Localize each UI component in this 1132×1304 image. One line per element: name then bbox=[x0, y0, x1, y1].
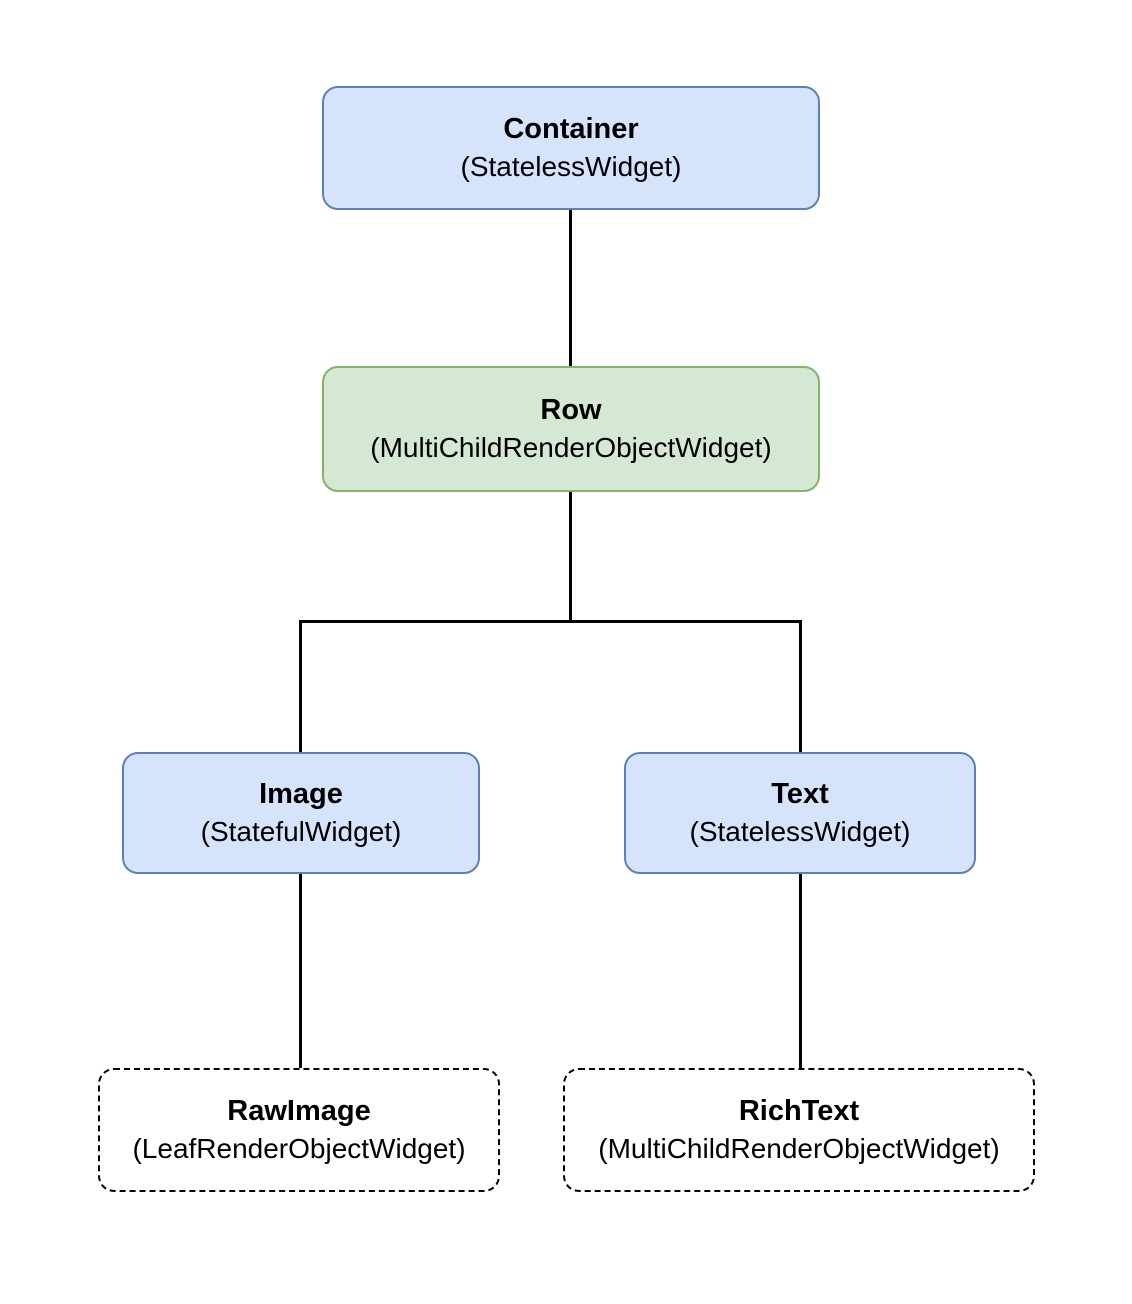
node-image-subtitle: (StatefulWidget) bbox=[200, 815, 402, 847]
node-image: Image (StatefulWidget) bbox=[122, 752, 480, 874]
node-rawimage: RawImage (LeafRenderObjectWidget) bbox=[98, 1068, 500, 1192]
edge-container-to-row bbox=[569, 210, 572, 366]
edge-row-to-text bbox=[799, 620, 802, 752]
node-image-title: Image bbox=[259, 778, 343, 811]
node-text-title: Text bbox=[771, 778, 829, 811]
node-text-subtitle: (StatelessWidget) bbox=[689, 815, 911, 847]
node-container-subtitle: (StatelessWidget) bbox=[460, 150, 682, 182]
node-row-subtitle: (MultiChildRenderObjectWidget) bbox=[370, 431, 772, 463]
node-richtext-title: RichText bbox=[738, 1095, 860, 1128]
node-row: Row (MultiChildRenderObjectWidget) bbox=[322, 366, 820, 492]
edge-row-branch-stem bbox=[569, 492, 572, 623]
node-rawimage-subtitle: (LeafRenderObjectWidget) bbox=[132, 1132, 466, 1164]
edge-image-to-rawimage bbox=[299, 874, 302, 1068]
edge-text-to-richtext bbox=[799, 874, 802, 1068]
node-row-title: Row bbox=[540, 394, 602, 427]
node-richtext: RichText (MultiChildRenderObjectWidget) bbox=[563, 1068, 1035, 1192]
node-text: Text (StatelessWidget) bbox=[624, 752, 976, 874]
node-richtext-subtitle: (MultiChildRenderObjectWidget) bbox=[598, 1132, 1000, 1164]
edge-row-to-image bbox=[299, 620, 302, 752]
node-container: Container (StatelessWidget) bbox=[322, 86, 820, 210]
node-rawimage-title: RawImage bbox=[227, 1095, 371, 1128]
node-container-title: Container bbox=[503, 113, 639, 146]
edge-branch-horizontal bbox=[299, 620, 802, 623]
